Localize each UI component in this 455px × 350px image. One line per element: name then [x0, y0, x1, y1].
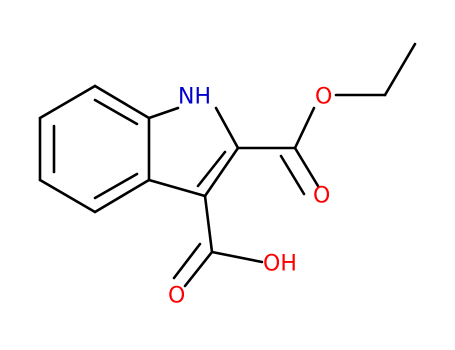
ester-oxygen-label: O — [315, 85, 332, 110]
ester-carbonyl-oxygen-label: O — [313, 184, 330, 209]
ethyl-ester-group — [236, 42, 417, 196]
carboxylic-acid-group — [172, 194, 264, 288]
hydroxyl-label: OH — [263, 252, 297, 277]
nh-label: NH — [178, 85, 211, 110]
benzene-ring — [38, 84, 151, 214]
acid-carbonyl-oxygen-label: O — [168, 284, 185, 309]
pyrrole-ring — [147, 106, 240, 198]
